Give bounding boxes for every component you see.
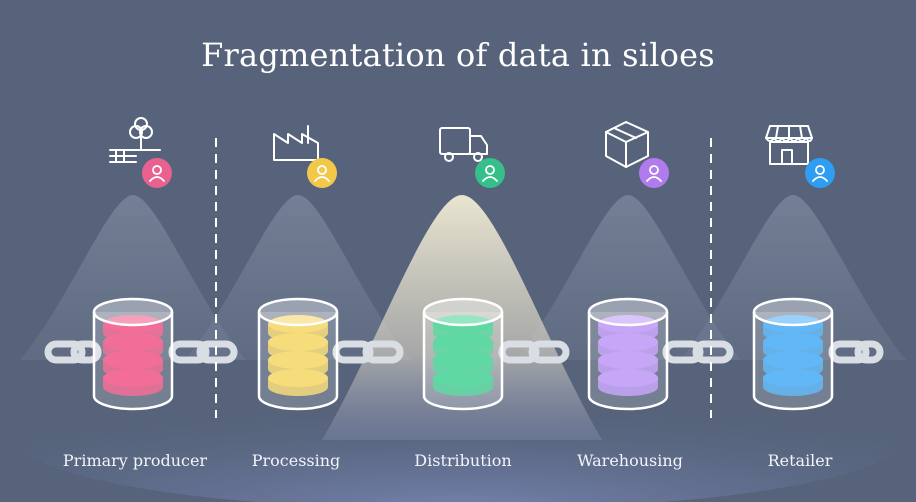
- icons: [109, 117, 813, 168]
- person-icon: [805, 158, 835, 188]
- factory-icon: [273, 125, 319, 161]
- database-processing: [257, 297, 339, 411]
- storefront-icon: [765, 125, 813, 165]
- databases: [92, 297, 834, 411]
- person-icon: [475, 158, 505, 188]
- cone-primary-producer: [20, 195, 246, 360]
- box-icon: [605, 121, 649, 168]
- database-primary-producer: [92, 297, 174, 411]
- label-warehousing: Warehousing: [577, 451, 683, 470]
- database-warehousing: [587, 297, 669, 411]
- farm-icon: [109, 117, 161, 163]
- database-distribution: [422, 297, 504, 411]
- label-processing: Processing: [251, 451, 341, 470]
- badges: [142, 158, 835, 188]
- label-retailer: Retailer: [767, 451, 833, 470]
- light-cones: [20, 195, 906, 440]
- label-primary-producer: Primary producer: [62, 451, 208, 470]
- chain-link: [44, 340, 102, 364]
- cone-retailer: [680, 195, 906, 360]
- cone-processing: [185, 195, 411, 360]
- database-retailer: [752, 297, 834, 411]
- person-icon: [142, 158, 172, 188]
- label-distribution: Distribution: [414, 451, 512, 470]
- page-title: Fragmentation of data in siloes: [201, 36, 715, 74]
- truck-icon: [439, 127, 488, 162]
- cone-warehousing: [515, 195, 741, 360]
- person-icon: [307, 158, 337, 188]
- person-icon: [639, 158, 669, 188]
